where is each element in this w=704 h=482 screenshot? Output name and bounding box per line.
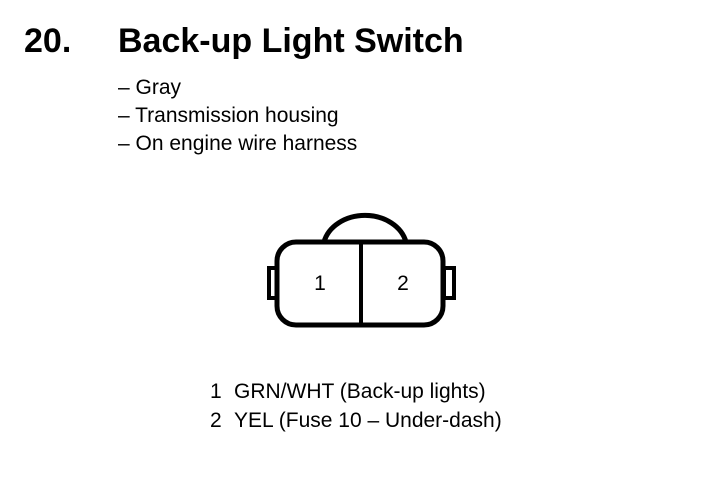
spec-location: – Transmission housing xyxy=(118,104,339,127)
section-number: 20. xyxy=(24,22,72,60)
connector-latch xyxy=(321,212,409,243)
pin-description: GRN/WHT (Back-up lights) xyxy=(234,380,486,403)
pin-row: 1 GRN/WHT (Back-up lights) xyxy=(210,377,502,406)
pin-number: 1 xyxy=(210,380,222,403)
connector-specs: – Gray – Transmission housing – On engin… xyxy=(118,74,357,158)
pin-table: 1 GRN/WHT (Back-up lights) 2 YEL (Fuse 10 … xyxy=(210,377,502,435)
section-title: Back-up Light Switch xyxy=(118,22,464,60)
spec-color: – Gray xyxy=(118,76,182,99)
cavity-label-1: 1 xyxy=(314,272,326,295)
pin-row: 2 YEL (Fuse 10 – Under-dash) xyxy=(210,406,502,435)
pin-number: 2 xyxy=(210,409,222,432)
spec-harness: – On engine wire harness xyxy=(118,132,358,155)
pin-description: YEL (Fuse 10 – Under-dash) xyxy=(234,409,502,432)
page-title: 20. Back-up Light Switch xyxy=(24,21,464,61)
cavity-label-2: 2 xyxy=(397,272,409,295)
